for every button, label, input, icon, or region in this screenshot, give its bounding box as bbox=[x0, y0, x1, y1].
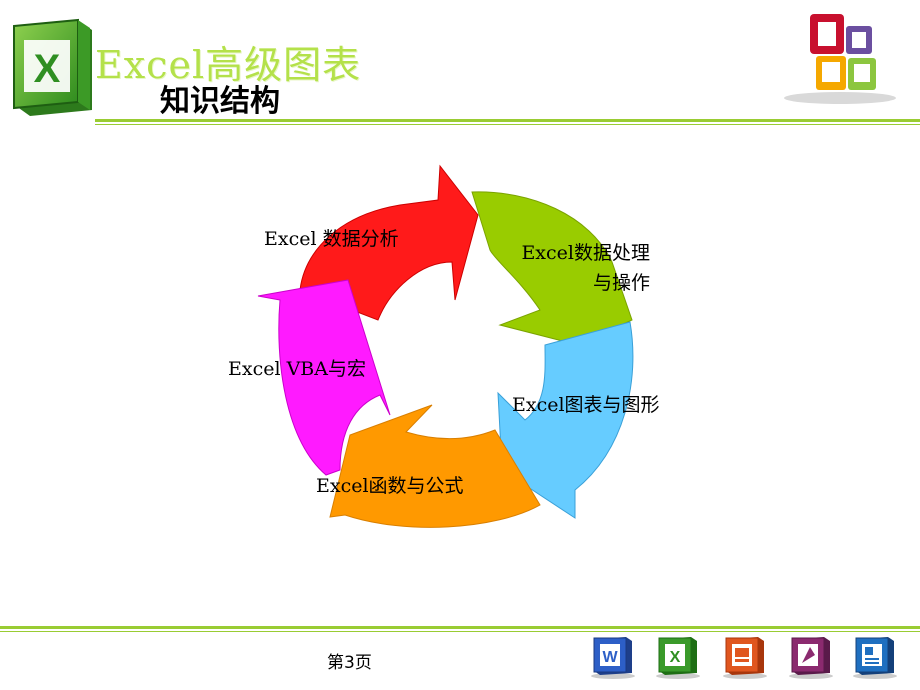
cycle-label-processing-line2: 与操作 bbox=[592, 272, 650, 294]
cycle-arrow-vba bbox=[257, 279, 391, 476]
cycle-arrow-functions bbox=[329, 404, 541, 528]
svg-text:X: X bbox=[670, 649, 681, 666]
cycle-label-processing: Excel数据处理 与操作 bbox=[482, 238, 650, 298]
slide-title: Excel高级图表 bbox=[95, 43, 362, 87]
publisher-icon[interactable] bbox=[852, 635, 898, 679]
header-divider-thin bbox=[95, 124, 920, 125]
header-divider bbox=[95, 119, 920, 122]
cycle-arrow-charts bbox=[497, 321, 634, 519]
powerpoint-icon[interactable] bbox=[722, 635, 768, 679]
footer-divider-thin bbox=[0, 631, 920, 632]
page-number: 第3页 bbox=[327, 653, 372, 673]
cycle-label-functions: Excel函数与公式 bbox=[316, 475, 464, 497]
cycle-label-processing-line1: Excel数据处理 bbox=[521, 242, 650, 264]
cycle-label-analysis: Excel 数据分析 bbox=[264, 228, 399, 250]
access-icon[interactable] bbox=[788, 635, 834, 679]
office-logo-icon bbox=[784, 14, 896, 104]
svg-text:X: X bbox=[34, 47, 61, 91]
cycle-arrow-processing bbox=[471, 191, 633, 346]
word-icon[interactable]: W bbox=[590, 635, 636, 679]
footer-divider bbox=[0, 626, 920, 629]
cycle-label-charts: Excel图表与图形 bbox=[512, 394, 660, 416]
slide-subtitle: 知识结构 bbox=[160, 84, 280, 119]
excel-logo-icon: X bbox=[13, 18, 92, 116]
svg-text:W: W bbox=[602, 649, 618, 666]
excel-icon[interactable]: X bbox=[655, 635, 701, 679]
cycle-label-vba: Excel VBA与宏 bbox=[228, 358, 366, 380]
